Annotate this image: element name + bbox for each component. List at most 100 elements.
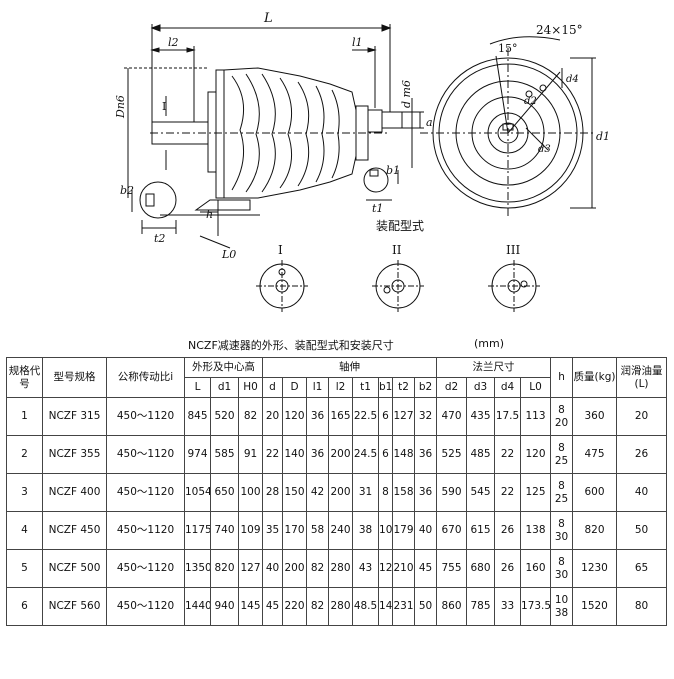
dim-l1-top: l1 bbox=[352, 36, 363, 49]
table-row: 5 NCZF 500 450～1120 1350 820 127 40 200 … bbox=[6, 549, 668, 588]
cell-L0: 160 bbox=[520, 549, 552, 588]
cell-b1: 6 bbox=[378, 435, 394, 474]
cell-b2: 45 bbox=[414, 549, 438, 588]
cell-L: 1175 bbox=[184, 511, 211, 550]
cell-d3: 785 bbox=[466, 587, 496, 626]
hdr-d4: d4 bbox=[494, 377, 522, 398]
hdr-H0: H0 bbox=[237, 377, 264, 398]
cell-d4: 22 bbox=[494, 435, 522, 474]
cell-l2: 200 bbox=[328, 473, 354, 512]
cell-l1: 82 bbox=[306, 587, 330, 626]
cell-t2: 158 bbox=[392, 473, 416, 512]
hdr-b2: b2 bbox=[414, 377, 438, 398]
hdr-ratio: 公称传动比i bbox=[106, 357, 185, 398]
cell-d: 35 bbox=[262, 511, 284, 550]
technical-drawing: L l2 l1 Dn6 d m6 a I b2 t2 h L0 b1 t1 装配… bbox=[114, 11, 610, 312]
hdr-mass: 质量(kg) bbox=[572, 357, 618, 398]
cell-t2: 127 bbox=[392, 397, 416, 436]
cell-l2: 200 bbox=[328, 435, 354, 474]
hdr-l2: l2 bbox=[328, 377, 354, 398]
cell-d2: 860 bbox=[436, 587, 468, 626]
cell-h: 8 30 bbox=[550, 549, 574, 588]
cell-b2: 50 bbox=[414, 587, 438, 626]
cell-h: 8 25 bbox=[550, 473, 574, 512]
hdr-l1: l1 bbox=[306, 377, 330, 398]
dim-L0: L0 bbox=[221, 248, 236, 261]
cell-ratio: 450～1120 bbox=[106, 397, 185, 436]
dim-d4: d4 bbox=[566, 74, 579, 85]
cell-model: NCZF 500 bbox=[42, 549, 107, 588]
cell-code: 3 bbox=[6, 473, 43, 512]
dim-d2: d2 bbox=[524, 96, 537, 107]
cell-code: 4 bbox=[6, 511, 43, 550]
dim-l2-top: l2 bbox=[168, 36, 179, 49]
cell-ratio: 450～1120 bbox=[106, 473, 185, 512]
table-row: 6 NCZF 560 450～1120 1440 940 145 45 220 … bbox=[6, 587, 668, 626]
cell-t2: 210 bbox=[392, 549, 416, 588]
cell-t1: 38 bbox=[352, 511, 380, 550]
cell-l1: 36 bbox=[306, 435, 330, 474]
dim-t2: t2 bbox=[154, 232, 165, 245]
cell-t1: 24.5 bbox=[352, 435, 380, 474]
cell-d1: 740 bbox=[210, 511, 239, 550]
cell-b2: 32 bbox=[414, 397, 438, 436]
cell-b2: 36 bbox=[414, 473, 438, 512]
hdr-t1: t1 bbox=[352, 377, 380, 398]
cell-b1: 10 bbox=[378, 511, 394, 550]
hdr-D: D bbox=[282, 377, 308, 398]
cell-L0: 138 bbox=[520, 511, 552, 550]
cell-d4: 22 bbox=[494, 473, 522, 512]
cell-d2: 470 bbox=[436, 397, 468, 436]
cell-L0: 120 bbox=[520, 435, 552, 474]
cell-ratio: 450～1120 bbox=[106, 549, 185, 588]
cell-D: 220 bbox=[282, 587, 308, 626]
cell-d1: 585 bbox=[210, 435, 239, 474]
cell-b1: 6 bbox=[378, 397, 394, 436]
cell-d1: 650 bbox=[210, 473, 239, 512]
cell-h: 10 38 bbox=[550, 587, 574, 626]
reducer-side-view bbox=[150, 67, 403, 216]
cell-d2: 590 bbox=[436, 473, 468, 512]
cell-D: 150 bbox=[282, 473, 308, 512]
dim-h: h bbox=[206, 208, 213, 221]
cell-d: 22 bbox=[262, 435, 284, 474]
cell-b1: 12 bbox=[378, 549, 394, 588]
cell-d3: 545 bbox=[466, 473, 496, 512]
cell-t1: 22.5 bbox=[352, 397, 380, 436]
cell-t2: 231 bbox=[392, 587, 416, 626]
cell-d: 45 bbox=[262, 587, 284, 626]
cell-d: 28 bbox=[262, 473, 284, 512]
cell-d1: 820 bbox=[210, 549, 239, 588]
cell-mass: 820 bbox=[572, 511, 618, 550]
cell-l1: 36 bbox=[306, 397, 330, 436]
cell-oil: 26 bbox=[616, 435, 668, 474]
cell-ratio: 450～1120 bbox=[106, 587, 185, 626]
dim-15deg: 15° bbox=[498, 42, 518, 55]
cell-d3: 615 bbox=[466, 511, 496, 550]
hdr-d: d bbox=[262, 377, 284, 398]
cell-d2: 755 bbox=[436, 549, 468, 588]
cell-t1: 43 bbox=[352, 549, 380, 588]
cell-t2: 148 bbox=[392, 435, 416, 474]
cell-oil: 40 bbox=[616, 473, 668, 512]
hdr-t2: t2 bbox=[392, 377, 416, 398]
hdr-d3: d3 bbox=[466, 377, 496, 398]
cell-l1: 42 bbox=[306, 473, 330, 512]
hdr-model: 型号规格 bbox=[42, 357, 107, 398]
cell-d1: 940 bbox=[210, 587, 239, 626]
variant-label-1: I bbox=[278, 243, 283, 257]
hdr-L: L bbox=[184, 377, 211, 398]
cell-t1: 31 bbox=[352, 473, 380, 512]
hdr-b1: b1 bbox=[378, 377, 394, 398]
cell-oil: 20 bbox=[616, 397, 668, 436]
dim-Dn6: Dn6 bbox=[114, 95, 127, 119]
table-unit: (mm) bbox=[474, 337, 505, 350]
hdr-d1: d1 bbox=[210, 377, 239, 398]
cell-d1: 520 bbox=[210, 397, 239, 436]
cell-d4: 26 bbox=[494, 549, 522, 588]
cell-d4: 17.5 bbox=[494, 397, 522, 436]
cell-model: NCZF 400 bbox=[42, 473, 107, 512]
cell-d4: 33 bbox=[494, 587, 522, 626]
cell-l1: 58 bbox=[306, 511, 330, 550]
cell-l2: 240 bbox=[328, 511, 354, 550]
